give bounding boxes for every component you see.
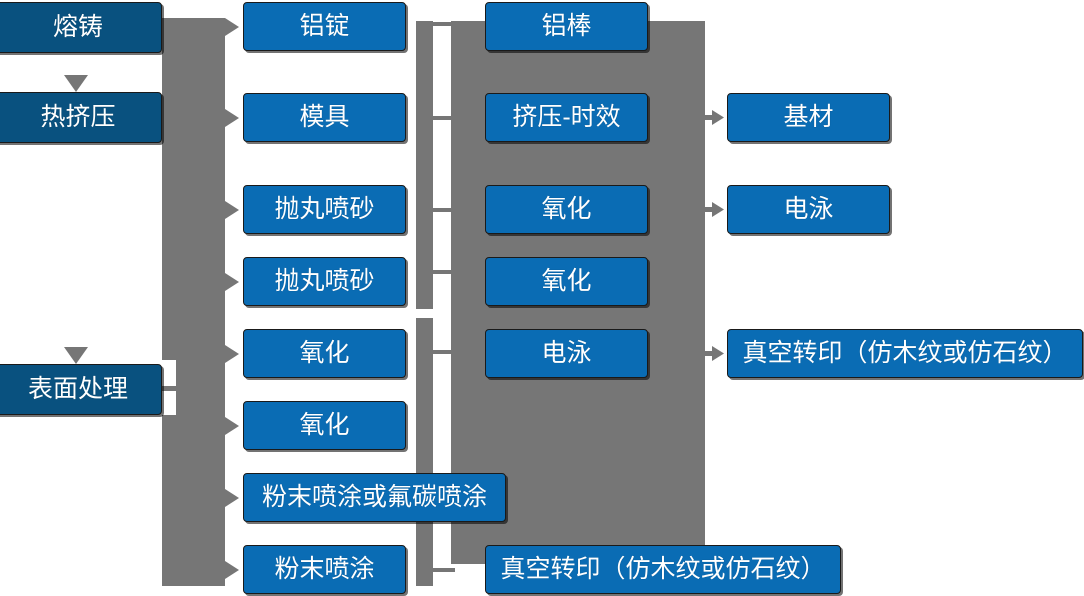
n-shotblast-2[interactable]: 抛丸喷砂 <box>243 257 406 306</box>
n-oxidize-1[interactable]: 氧化 <box>243 329 406 378</box>
n-oxidize-1-label: 氧化 <box>299 338 350 367</box>
right-bus-arrow-1 <box>712 110 724 125</box>
n-hot-extrude[interactable]: 热挤压 <box>0 92 162 143</box>
n-electro-2[interactable]: 电泳 <box>727 185 890 234</box>
n-oxidize-2[interactable]: 氧化 <box>243 401 406 450</box>
middle-rail-upper <box>416 21 433 309</box>
n-vacuum-print-2-label: 真空转印（仿木纹或仿石纹） <box>742 338 1068 367</box>
right-bus-arrow-2 <box>712 202 724 217</box>
n-surface[interactable]: 表面处理 <box>0 364 162 415</box>
surface-stub-connector <box>162 386 182 391</box>
left-bus-arrow-8 <box>225 561 239 579</box>
middle-rail-lower <box>416 318 433 586</box>
down-arrow-melt-to-extrude <box>64 75 88 92</box>
n-powder-fluoro[interactable]: 粉末喷涂或氟碳喷涂 <box>243 473 506 522</box>
n-oxidize-4[interactable]: 氧化 <box>485 257 648 306</box>
left-bus-arrow-7 <box>225 489 239 507</box>
n-al-ingot[interactable]: 铝锭 <box>243 2 406 51</box>
n-shotblast-1-label: 抛丸喷砂 <box>274 194 375 223</box>
n-vacuum-print-1[interactable]: 真空转印（仿木纹或仿石纹） <box>485 545 841 594</box>
n-shotblast-1[interactable]: 抛丸喷砂 <box>243 185 406 234</box>
right-bus-arrows <box>705 110 724 361</box>
down-arrow-extrude-to-surface <box>64 347 88 364</box>
n-electro-1[interactable]: 电泳 <box>485 329 648 378</box>
left-bus-arrow-3 <box>225 201 239 219</box>
n-oxidize-3[interactable]: 氧化 <box>485 185 648 234</box>
n-melt-cast-label: 熔铸 <box>52 12 103 41</box>
left-bus-group <box>64 18 239 586</box>
middle-rung-4 <box>433 270 455 274</box>
middle-rung-2 <box>433 116 455 120</box>
n-oxidize-4-label: 氧化 <box>541 266 592 295</box>
n-extrude-age-label: 挤压-时效 <box>512 102 621 131</box>
middle-rung-3 <box>433 208 455 212</box>
n-oxidize-3-label: 氧化 <box>541 194 592 223</box>
middle-rung-1 <box>433 22 455 26</box>
n-vacuum-print-1-label: 真空转印（仿木纹或仿石纹） <box>500 554 826 583</box>
n-melt-cast[interactable]: 熔铸 <box>0 2 162 53</box>
left-bus-body <box>162 18 225 586</box>
left-bus-arrow-1 <box>225 18 239 36</box>
middle-rung-5 <box>433 350 455 354</box>
right-bus-arrow-3 <box>712 346 724 361</box>
n-al-bar[interactable]: 铝棒 <box>485 2 648 51</box>
n-electro-2-label: 电泳 <box>783 194 834 223</box>
n-hot-extrude-label: 热挤压 <box>40 102 116 131</box>
middle-rung-6 <box>433 568 455 572</box>
n-mould-label: 模具 <box>299 102 350 131</box>
n-electro-1-label: 电泳 <box>541 338 592 367</box>
left-bus-arrow-5 <box>225 345 239 363</box>
n-powder-fluoro-label: 粉末喷涂或氟碳喷涂 <box>261 482 487 511</box>
n-mould[interactable]: 模具 <box>243 93 406 142</box>
n-al-ingot-label: 铝锭 <box>299 11 350 40</box>
left-bus-arrow-2 <box>225 109 239 127</box>
n-substrate-label: 基材 <box>783 102 834 131</box>
n-substrate[interactable]: 基材 <box>727 93 890 142</box>
n-powder-coat[interactable]: 粉末喷涂 <box>243 545 406 594</box>
n-surface-label: 表面处理 <box>27 374 128 403</box>
n-powder-coat-label: 粉末喷涂 <box>274 554 375 583</box>
n-al-bar-label: 铝棒 <box>541 11 592 40</box>
left-bus-arrow-6 <box>225 417 239 435</box>
n-oxidize-2-label: 氧化 <box>299 410 350 439</box>
left-bus-arrow-4 <box>225 273 239 291</box>
n-vacuum-print-2[interactable]: 真空转印（仿木纹或仿石纹） <box>727 329 1083 378</box>
n-shotblast-2-label: 抛丸喷砂 <box>274 266 375 295</box>
n-extrude-age[interactable]: 挤压-时效 <box>485 93 648 142</box>
